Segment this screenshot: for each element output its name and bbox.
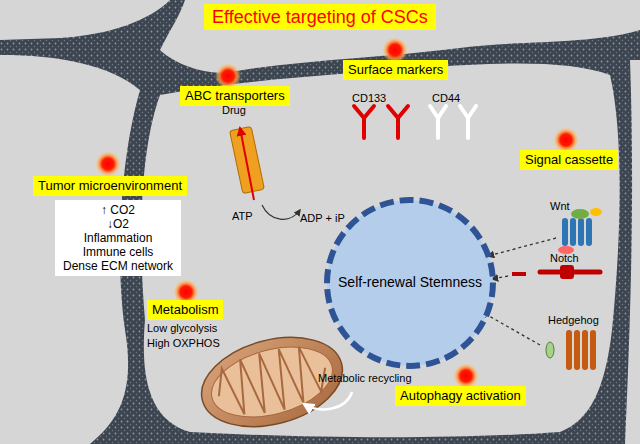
surface-receptors [354, 106, 476, 138]
part-label: Drug [222, 104, 246, 117]
nucleus-circle: Self-renewal Stemness [323, 196, 497, 370]
node-text: Self-renewal Stemness [338, 274, 482, 291]
part-label: Metabolic recycling [318, 372, 412, 385]
node-text: ↓O2 [63, 217, 173, 231]
part-label: CD133 [352, 92, 386, 105]
node-text: Autophagy activation [400, 388, 521, 404]
node-text: Signal cassette [525, 152, 613, 168]
notch-receptor [492, 265, 600, 279]
node-text: Immune cells [63, 245, 173, 259]
title-banner: Effective targeting of CSCs [204, 4, 436, 30]
part-label: High OXPHOS [147, 337, 220, 350]
node-text: Dense ECM network [63, 259, 173, 273]
node-text: Inflammation [63, 231, 173, 245]
condition-list: ↑ CO2↓O2InflammationImmune cellsDense EC… [55, 200, 181, 276]
node-text: Tumor microenvironment [38, 178, 182, 194]
part-label: Wnt [550, 200, 570, 213]
node-text: Metabolism [152, 302, 218, 318]
target-label: Signal cassette [520, 150, 618, 170]
target-label: Tumor microenvironment [33, 176, 187, 196]
part-label: Notch [550, 252, 579, 265]
node-text: ↑ CO2 [63, 203, 173, 217]
recycling-arrow [304, 392, 352, 409]
part-label: CD44 [432, 92, 460, 105]
part-label: Low glycolysis [147, 322, 217, 335]
part-label: ADP + iP [300, 212, 345, 225]
node-text: ABC transporters [185, 88, 285, 104]
wnt-receptor [488, 208, 602, 256]
target-label: Autophagy activation [395, 386, 526, 406]
target-label: Metabolism [147, 300, 223, 320]
abc-transporter [230, 126, 300, 219]
part-label: Hedgehog [548, 314, 599, 327]
part-label: ATP [232, 210, 253, 223]
target-label: Surface markers [343, 60, 448, 80]
node-text: Surface markers [348, 62, 443, 78]
target-label: ABC transporters [180, 86, 290, 106]
